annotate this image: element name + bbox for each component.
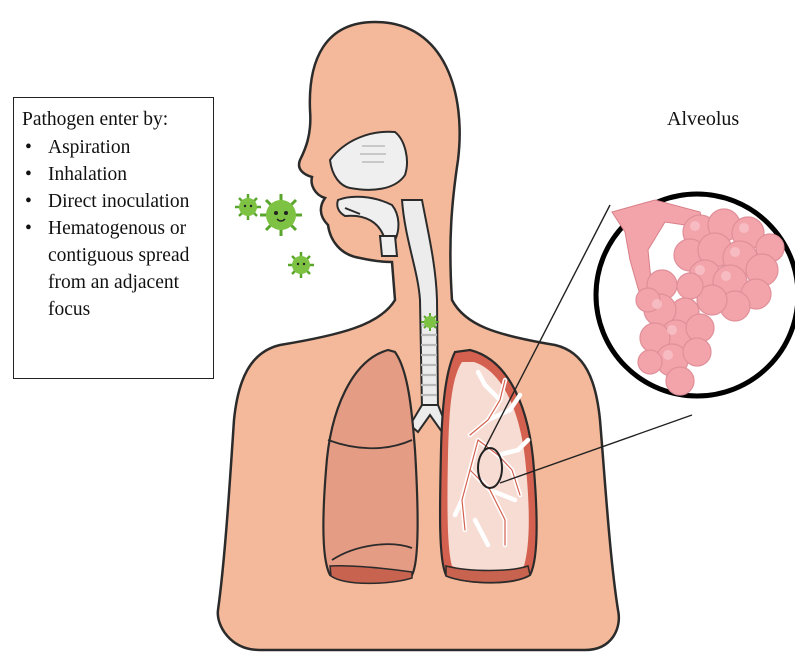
pathogen-entry-list: •Aspiration •Inhalation •Direct inoculat… xyxy=(22,134,207,323)
list-item-text: Direct inoculation xyxy=(48,191,189,212)
list-item: •Hematogenous or contiguous spread from … xyxy=(22,215,207,323)
pathogen-entry-box: Pathogen enter by: •Aspiration •Inhalati… xyxy=(13,97,214,379)
list-item-text: Hematogenous or contiguous spread from a… xyxy=(48,218,189,320)
list-item: •Inhalation xyxy=(22,161,207,188)
list-item-text: Inhalation xyxy=(48,164,127,185)
list-item: •Aspiration xyxy=(22,134,207,161)
alveolus-label: Alveolus xyxy=(667,108,739,131)
list-item: •Direct inoculation xyxy=(22,188,207,215)
pathogen-icon xyxy=(288,252,314,278)
pathogen-icon xyxy=(235,194,261,220)
pathogen-icon xyxy=(260,194,302,236)
list-item-text: Aspiration xyxy=(48,137,130,158)
pathogen-entry-heading: Pathogen enter by: xyxy=(22,106,207,133)
body-silhouette xyxy=(218,22,619,650)
